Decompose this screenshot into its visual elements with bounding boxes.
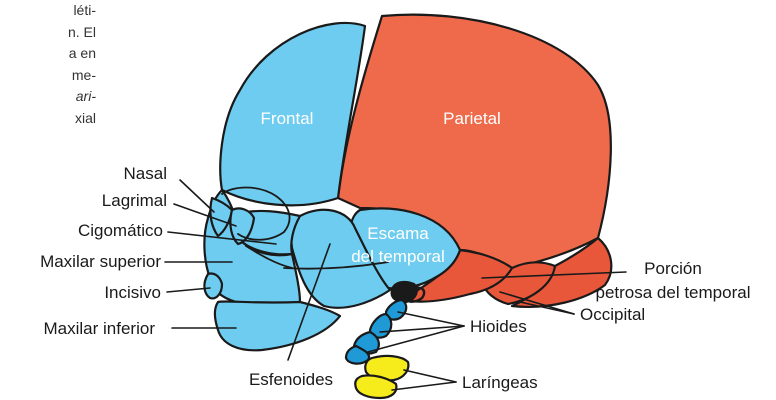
laringeas-leader-b [392,382,456,390]
parietal-label: Parietal [443,109,501,128]
laringeas-leader-a [404,370,456,382]
nasal-callout: Nasal [124,164,167,183]
frontal-label: Frontal [261,109,314,128]
escama-label-line2: del temporal [351,247,445,266]
mandible-bone [215,301,340,350]
lagrimal-callout: Lagrimal [102,191,167,210]
incisivo-callout: Incisivo [104,283,161,302]
escama-label-line1: Escama [367,224,429,243]
maxilar-superior-callout: Maxilar superior [40,252,161,271]
esfenoides-callout: Esfenoides [249,370,333,389]
laringeas-callout: Laríngeas [462,373,538,392]
occipital-callout: Occipital [580,305,645,324]
porcion-callout-line1: Porción [644,259,702,278]
cigomatico-callout: Cigomático [78,221,163,240]
incisivo-leader [167,288,210,292]
hioides-callout: Hioides [470,317,527,336]
incisive-bone [204,273,222,298]
hioides-leader-a [398,312,464,326]
porcion-callout-line2: petrosa del temporal [596,283,751,302]
maxilar-inferior-callout: Maxilar inferior [44,319,156,338]
